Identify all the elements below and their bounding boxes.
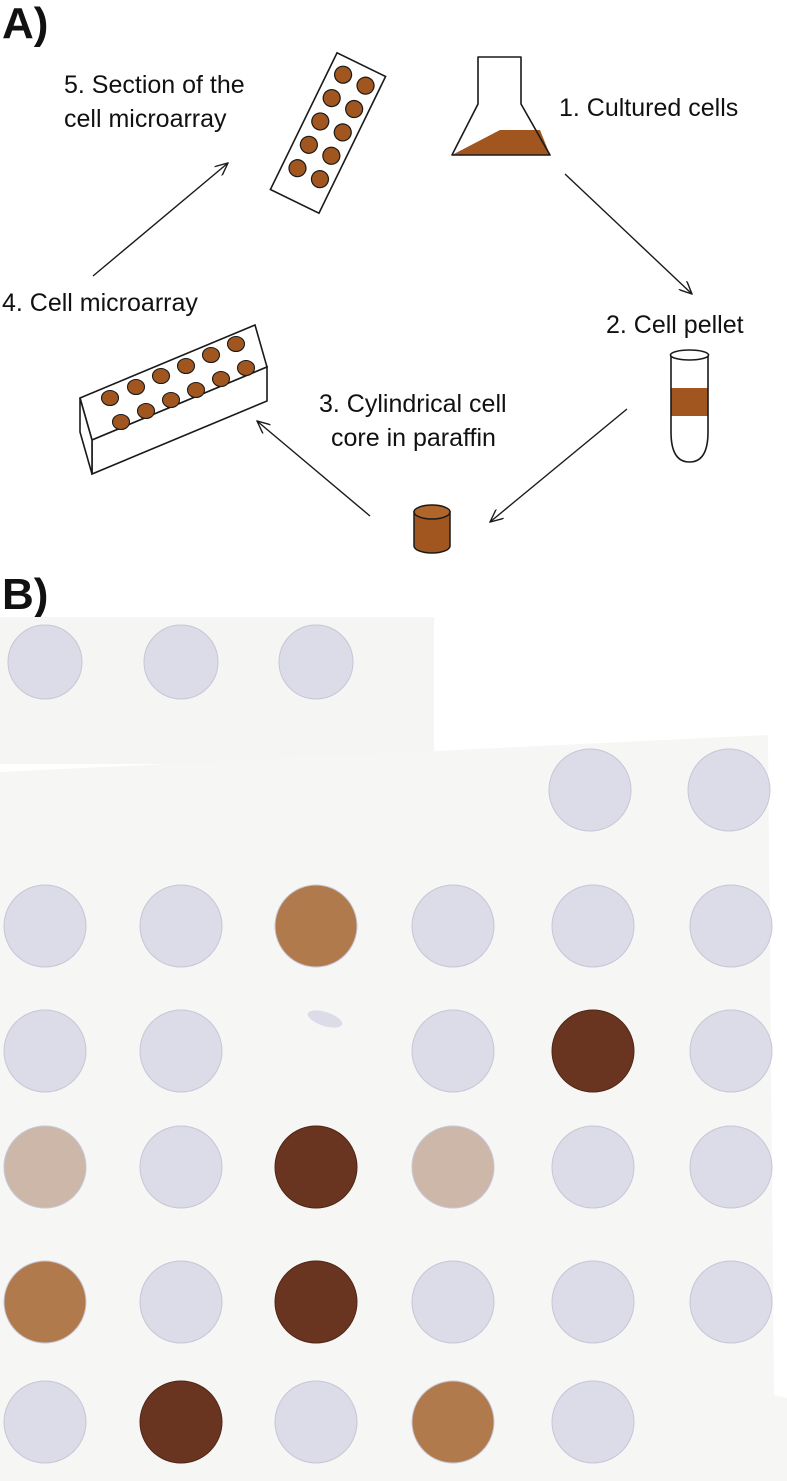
tissue-core-none (3, 884, 87, 968)
tissue-core-weak (411, 1125, 495, 1209)
tissue-core-none (7, 624, 83, 700)
tissue-cores (3, 624, 773, 1464)
tissue-core-none (139, 1260, 223, 1344)
cell-core-cylinder-icon (413, 504, 451, 554)
tissue-core-none (551, 1380, 635, 1464)
tissue-core-none (689, 1009, 773, 1093)
tissue-core-strong (274, 1260, 358, 1344)
tissue-core-moderate (411, 1380, 495, 1464)
tissue-core-none (139, 1009, 223, 1093)
microarray-section-slide (269, 51, 387, 215)
microarray-block-icon (79, 323, 268, 476)
step5-label-line2: cell microarray (64, 105, 227, 133)
step3-label-line2: core in paraffin (331, 424, 496, 452)
step1-label: 1. Cultured cells (559, 94, 738, 122)
panel-b-label: B) (2, 570, 48, 619)
arrow-core-to-microarray (257, 421, 371, 517)
tissue-core-fragment (307, 1010, 343, 1028)
tissue-core-strong (139, 1380, 223, 1464)
tissue-core-none (411, 1260, 495, 1344)
tissue-core-none (551, 884, 635, 968)
arrow-flask-to-pellet (564, 173, 692, 294)
tissue-core-none (411, 884, 495, 968)
tissue-core-none (689, 1260, 773, 1344)
step4-label: 4. Cell microarray (2, 289, 198, 317)
tissue-core-none (689, 1125, 773, 1209)
section-spots (288, 65, 375, 189)
tissue-core-moderate (274, 884, 358, 968)
panel-a-label: A) (2, 0, 48, 48)
pellet-tube-icon (669, 349, 710, 463)
tissue-core-none (274, 1380, 358, 1464)
tissue-core-weak (3, 1125, 87, 1209)
tissue-core-none (411, 1009, 495, 1093)
tissue-core-none (278, 624, 354, 700)
tissue-core-none (143, 624, 219, 700)
tissue-core-strong (274, 1125, 358, 1209)
tissue-core-none (551, 1260, 635, 1344)
tissue-microarray-photo (0, 617, 787, 1481)
step3-label-line1: 3. Cylindrical cell (319, 390, 507, 418)
tissue-core-moderate (3, 1260, 87, 1344)
arrow-microarray-to-section (92, 163, 228, 277)
tissue-core-none (689, 884, 773, 968)
tissue-core-none (3, 1009, 87, 1093)
step2-label: 2. Cell pellet (606, 311, 744, 339)
tissue-core-none (687, 748, 771, 832)
tissue-core-strong (551, 1009, 635, 1093)
slide-main (0, 735, 787, 1481)
tissue-core-none (548, 748, 632, 832)
tissue-core-none (551, 1125, 635, 1209)
tissue-core-none (139, 884, 223, 968)
block-spots (100, 335, 256, 431)
culture-flask-icon (451, 56, 551, 156)
step5-label-line1: 5. Section of the (64, 71, 245, 99)
arrow-pellet-to-core (490, 408, 628, 522)
tissue-core-none (3, 1380, 87, 1464)
tissue-core-none (139, 1125, 223, 1209)
